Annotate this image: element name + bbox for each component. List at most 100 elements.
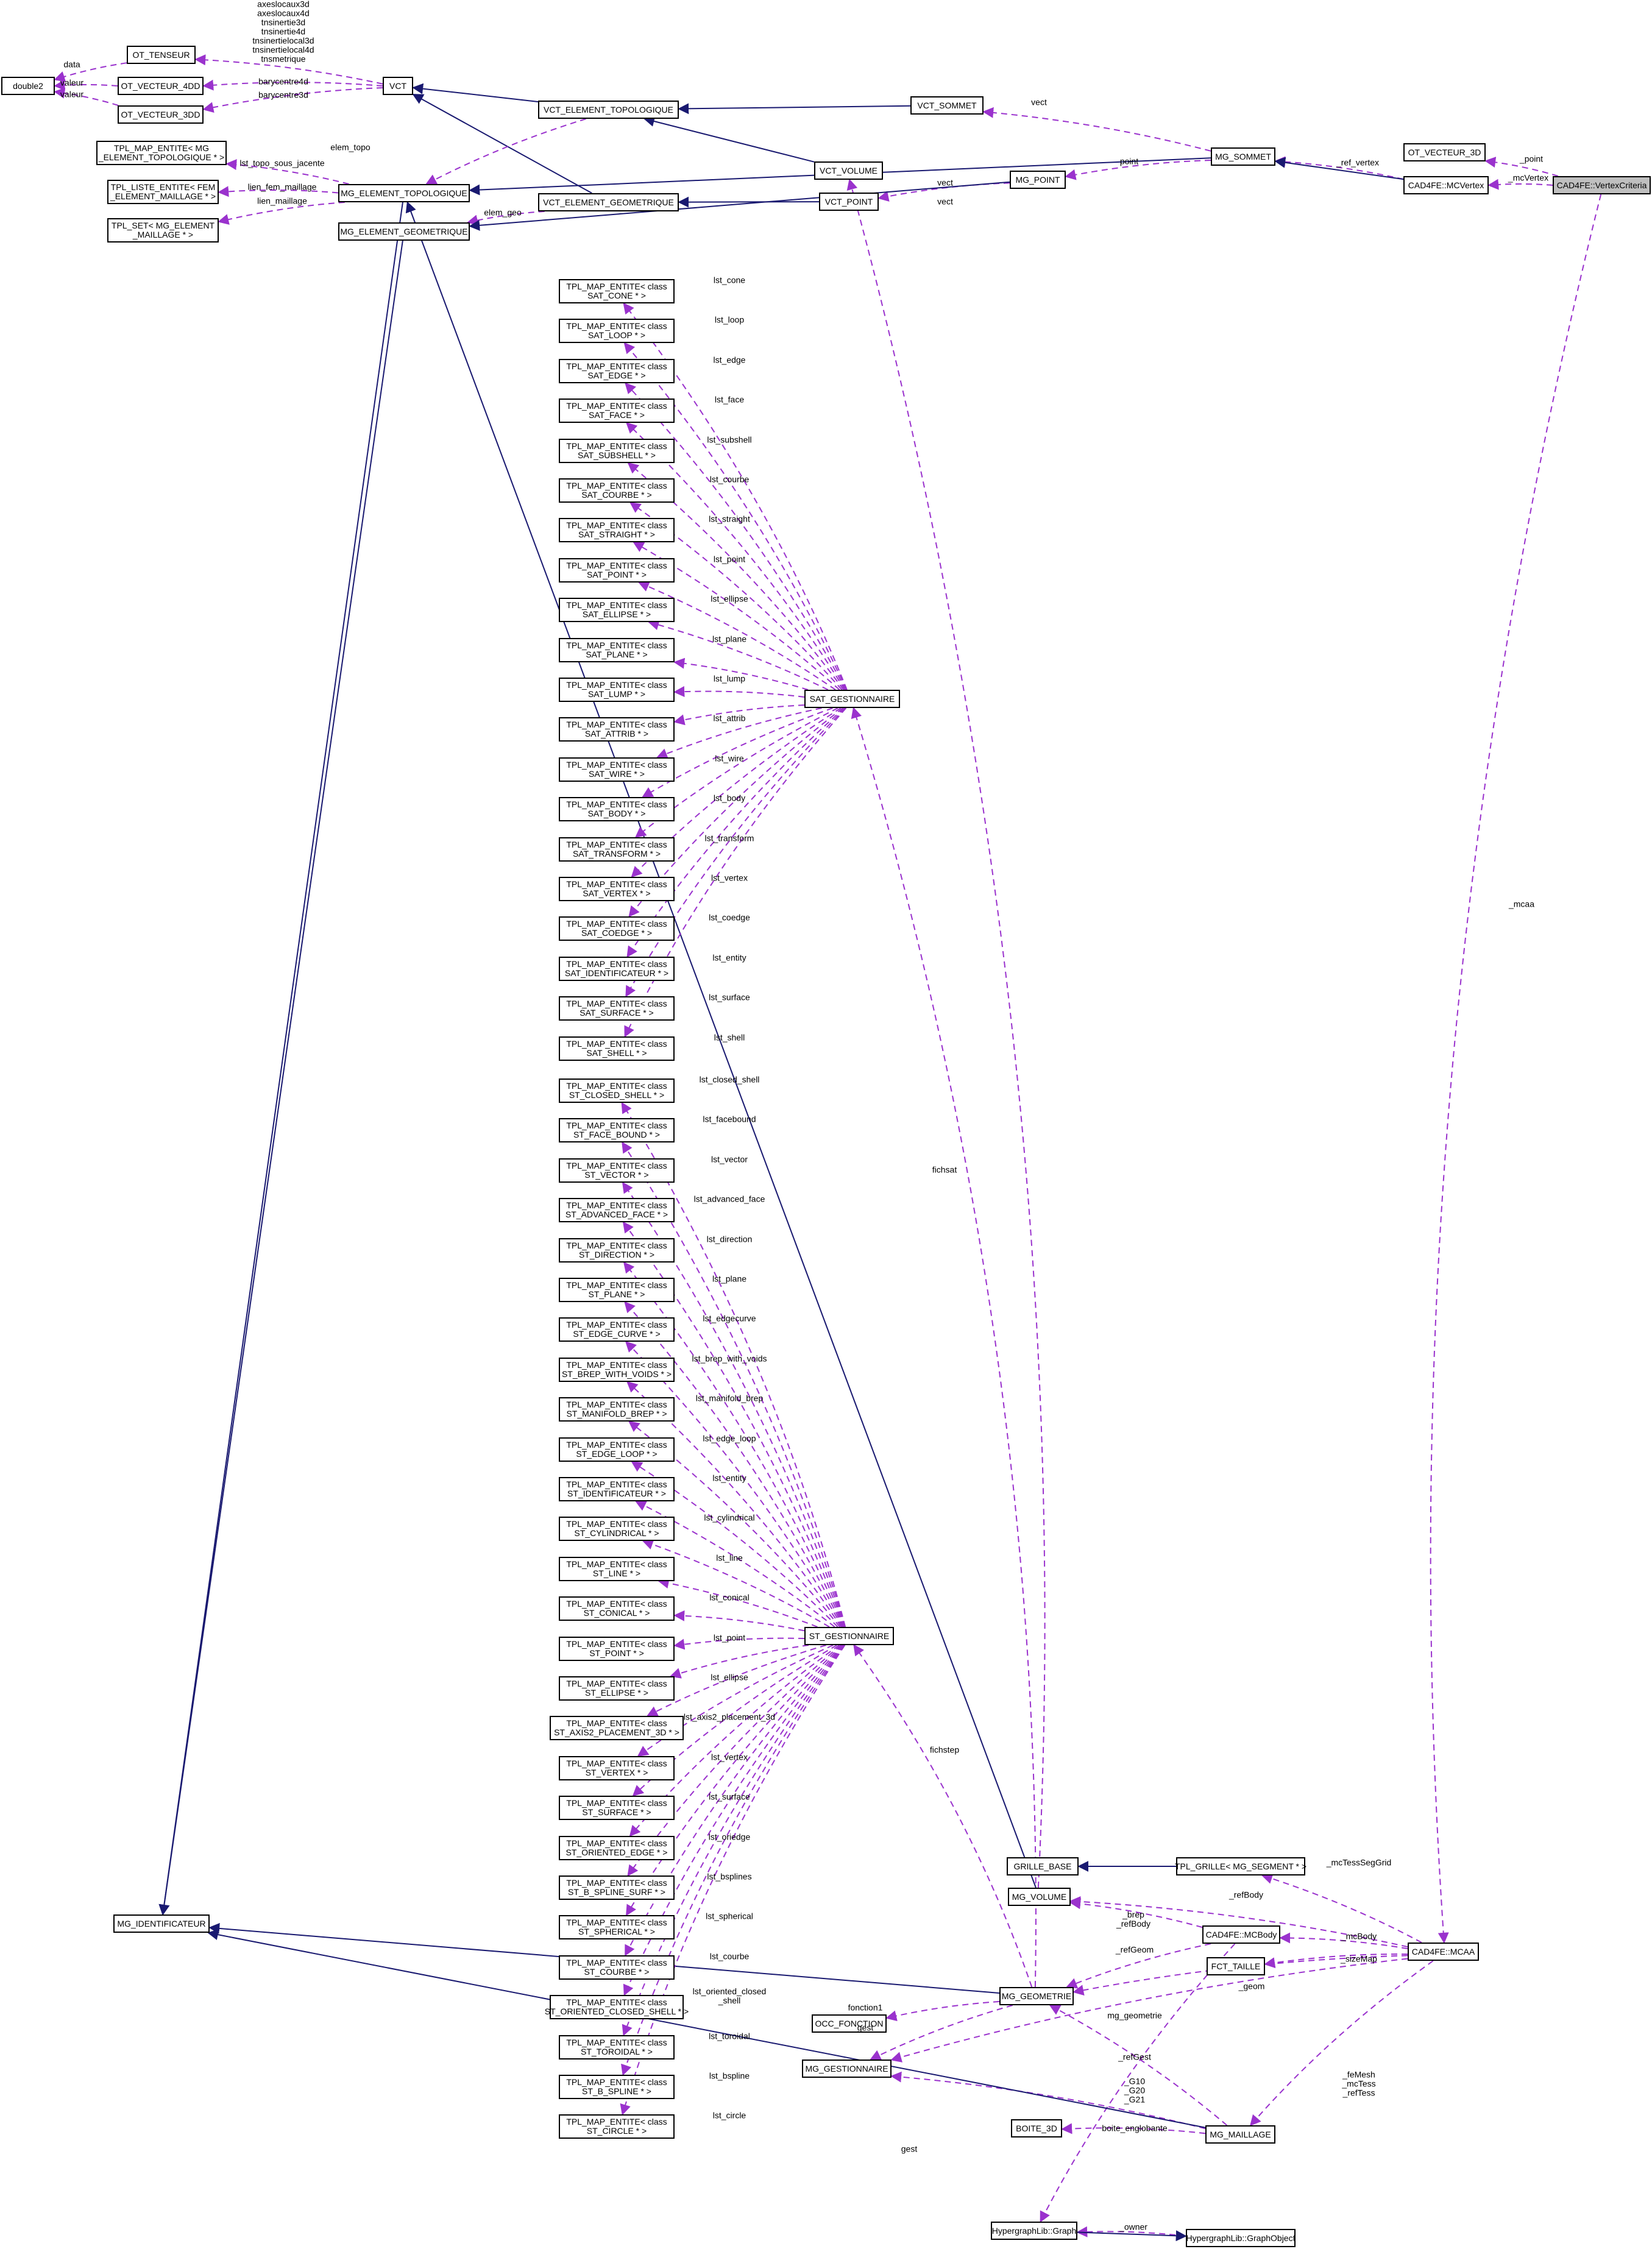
- class-node-vct-sommet[interactable]: VCT_SOMMET: [910, 96, 984, 115]
- class-node-sat-19[interactable]: TPL_MAP_ENTITE< class SAT_SHELL * >: [559, 1036, 675, 1061]
- class-node-st-14[interactable]: TPL_MAP_ENTITE< class ST_POINT * >: [559, 1637, 675, 1661]
- class-node-st-13[interactable]: TPL_MAP_ENTITE< class ST_CONICAL * >: [559, 1596, 675, 1621]
- class-node-sat-7[interactable]: TPL_MAP_ENTITE< class SAT_POINT * >: [559, 558, 675, 583]
- usage-edge-vct-to-ot_tenseur: [194, 54, 383, 85]
- class-node-sat-4[interactable]: TPL_MAP_ENTITE< class SAT_SUBSHELL * >: [559, 439, 675, 463]
- class-node-sat-1[interactable]: TPL_MAP_ENTITE< class SAT_LOOP * >: [559, 319, 675, 343]
- class-node-st-19[interactable]: TPL_MAP_ENTITE< class ST_ORIENTED_EDGE *…: [559, 1836, 675, 1860]
- class-node-st-18[interactable]: TPL_MAP_ENTITE< class ST_SURFACE * >: [559, 1796, 675, 1820]
- class-node-st-8[interactable]: TPL_MAP_ENTITE< class ST_MANIFOLD_BREP *…: [559, 1397, 675, 1422]
- class-node-vct-element-topologique[interactable]: VCT_ELEMENT_TOPOLOGIQUE: [538, 101, 679, 119]
- edge-label: lst_plane: [712, 634, 747, 644]
- class-node-cad4fe-mcvertex[interactable]: CAD4FE::MCVertex: [1403, 176, 1489, 194]
- class-node-tpl-liste-fem[interactable]: TPL_LISTE_ENTITE< FEM _ELEMENT_MAILLAGE …: [107, 180, 219, 204]
- edge-label: lst_conical: [709, 1592, 750, 1603]
- class-node-sat-15[interactable]: TPL_MAP_ENTITE< class SAT_VERTEX * >: [559, 877, 675, 901]
- class-node-st-23[interactable]: TPL_MAP_ENTITE< class ST_ORIENTED_CLOSED…: [545, 1995, 689, 2019]
- usage-edge-st_gestionnaire-to-st_0: [621, 1102, 846, 1627]
- class-node-st-24[interactable]: TPL_MAP_ENTITE< class ST_TOROIDAL * >: [559, 2035, 675, 2060]
- class-node-st-12[interactable]: TPL_MAP_ENTITE< class ST_LINE * >: [559, 1557, 675, 1581]
- class-node-st-1[interactable]: TPL_MAP_ENTITE< class ST_FACE_BOUND * >: [559, 1118, 675, 1142]
- class-node-sat-9[interactable]: TPL_MAP_ENTITE< class SAT_PLANE * >: [559, 638, 675, 662]
- class-node-sat-10[interactable]: TPL_MAP_ENTITE< class SAT_LUMP * >: [559, 678, 675, 702]
- class-node-vct-point[interactable]: VCT_POINT: [819, 193, 879, 211]
- class-node-st-7[interactable]: TPL_MAP_ENTITE< class ST_BREP_WITH_VOIDS…: [559, 1358, 675, 1382]
- class-node-grille-base[interactable]: GRILLE_BASE: [1007, 1857, 1079, 1875]
- class-node-st-6[interactable]: TPL_MAP_ENTITE< class ST_EDGE_CURVE * >: [559, 1317, 675, 1342]
- class-node-fct-taille[interactable]: FCT_TAILLE: [1207, 1957, 1265, 1975]
- class-node-double2[interactable]: double2: [1, 77, 55, 95]
- class-node-sat-16[interactable]: TPL_MAP_ENTITE< class SAT_COEDGE * >: [559, 916, 675, 941]
- class-node-st-2[interactable]: TPL_MAP_ENTITE< class ST_VECTOR * >: [559, 1158, 675, 1183]
- class-node-st-0[interactable]: TPL_MAP_ENTITE< class ST_CLOSED_SHELL * …: [559, 1078, 675, 1103]
- usage-edge-vct-to-ot_vecteur_3dd: [202, 87, 383, 113]
- class-node-sat-14[interactable]: TPL_MAP_ENTITE< class SAT_TRANSFORM * >: [559, 837, 675, 862]
- class-node-st-17[interactable]: TPL_MAP_ENTITE< class ST_VERTEX * >: [559, 1756, 675, 1780]
- edge-label: lst_topo_sous_jacente: [239, 158, 325, 168]
- class-node-st-9[interactable]: TPL_MAP_ENTITE< class ST_EDGE_LOOP * >: [559, 1437, 675, 1462]
- class-node-sat-2[interactable]: TPL_MAP_ENTITE< class SAT_EDGE * >: [559, 359, 675, 383]
- class-node-sat-12[interactable]: TPL_MAP_ENTITE< class SAT_WIRE * >: [559, 757, 675, 782]
- class-node-cad4fe-vertexcriteria[interactable]: CAD4FE::VertexCriteria: [1553, 176, 1651, 194]
- class-node-mg-gestionnaire[interactable]: MG_GESTIONNAIRE: [802, 2060, 892, 2078]
- class-node-tpl-grille[interactable]: TPL_GRILLE< MG_SEGMENT * >: [1175, 1857, 1306, 1875]
- class-node-st-11[interactable]: TPL_MAP_ENTITE< class ST_CYLINDRICAL * >: [559, 1517, 675, 1541]
- class-node-mg-sommet[interactable]: MG_SOMMET: [1211, 147, 1275, 166]
- class-node-st-gestionnaire[interactable]: ST_GESTIONNAIRE: [804, 1627, 894, 1645]
- class-node-st-4[interactable]: TPL_MAP_ENTITE< class ST_DIRECTION * >: [559, 1238, 675, 1263]
- class-node-sat-gestionnaire[interactable]: SAT_GESTIONNAIRE: [804, 690, 900, 708]
- edge-label: vect: [937, 196, 953, 207]
- class-node-sat-0[interactable]: TPL_MAP_ENTITE< class SAT_CONE * >: [559, 279, 675, 303]
- class-node-mg-volume[interactable]: MG_VOLUME: [1008, 1888, 1071, 1906]
- class-node-st-21[interactable]: TPL_MAP_ENTITE< class ST_SPHERICAL * >: [559, 1915, 675, 1939]
- class-node-sat-18[interactable]: TPL_MAP_ENTITE< class SAT_SURFACE * >: [559, 996, 675, 1021]
- class-node-mg-element-geometrique[interactable]: MG_ELEMENT_GEOMETRIQUE: [338, 222, 470, 241]
- class-node-sat-11[interactable]: TPL_MAP_ENTITE< class SAT_ATTRIB * >: [559, 717, 675, 742]
- class-node-vct-element-geometrique[interactable]: VCT_ELEMENT_GEOMETRIQUE: [538, 193, 679, 211]
- class-node-st-20[interactable]: TPL_MAP_ENTITE< class ST_B_SPLINE_SURF *…: [559, 1875, 675, 1900]
- class-node-mg-identificateur[interactable]: MG_IDENTIFICATEUR: [113, 1914, 210, 1933]
- class-node-sat-8[interactable]: TPL_MAP_ENTITE< class SAT_ELLIPSE * >: [559, 598, 675, 622]
- class-node-mg-maillage[interactable]: MG_MAILLAGE: [1205, 2125, 1275, 2144]
- class-node-sat-13[interactable]: TPL_MAP_ENTITE< class SAT_BODY * >: [559, 797, 675, 821]
- edge-label: _geom: [1238, 1981, 1265, 1991]
- usage-edge-st_gestionnaire-to-st_10: [635, 1501, 835, 1627]
- class-node-vct-volume[interactable]: VCT_VOLUME: [814, 161, 883, 180]
- class-node-st-3[interactable]: TPL_MAP_ENTITE< class ST_ADVANCED_FACE *…: [559, 1198, 675, 1222]
- edge-label: gest: [857, 2022, 874, 2033]
- class-node-st-25[interactable]: TPL_MAP_ENTITE< class ST_B_SPLINE * >: [559, 2075, 675, 2099]
- class-node-sat-3[interactable]: TPL_MAP_ENTITE< class SAT_FACE * >: [559, 398, 675, 423]
- usage-edge-ot_tenseur-to-double2: [54, 62, 127, 82]
- class-node-sat-5[interactable]: TPL_MAP_ENTITE< class SAT_COURBE * >: [559, 478, 675, 503]
- class-node-cad4fe-mcaa[interactable]: CAD4FE::MCAA: [1408, 1943, 1479, 1961]
- class-node-vct[interactable]: VCT: [383, 77, 413, 95]
- class-node-st-22[interactable]: TPL_MAP_ENTITE< class ST_COURBE * >: [559, 1955, 675, 1980]
- class-node-mg-geometrie[interactable]: MG_GEOMETRIE: [999, 1987, 1074, 2005]
- usage-edge-mg_sommet-to-vct_sommet: [982, 107, 1211, 152]
- class-node-mg-point[interactable]: MG_POINT: [1010, 171, 1066, 189]
- usage-edge-sat_gestionnaire-to-sat_18: [625, 707, 846, 997]
- class-node-sat-17[interactable]: TPL_MAP_ENTITE< class SAT_IDENTIFICATEUR…: [559, 957, 675, 981]
- inheritance-edge-mg_element_geometrique-to-mg_identificateur: [158, 240, 403, 1916]
- class-node-st-5[interactable]: TPL_MAP_ENTITE< class ST_PLANE * >: [559, 1278, 675, 1302]
- class-node-ot-vecteur-3d[interactable]: OT_VECTEUR_3D: [1403, 143, 1486, 161]
- class-node-sat-6[interactable]: TPL_MAP_ENTITE< class SAT_STRAIGHT * >: [559, 518, 675, 542]
- class-node-st-15[interactable]: TPL_MAP_ENTITE< class ST_ELLIPSE * >: [559, 1676, 675, 1701]
- class-node-ot-vecteur-4dd[interactable]: OT_VECTEUR_4DD: [118, 77, 204, 95]
- usage-edge-cad4fe_vertexcriteria-to-cad4fe_mcvertex: [1487, 179, 1553, 190]
- class-node-st-26[interactable]: TPL_MAP_ENTITE< class ST_CIRCLE * >: [559, 2114, 675, 2139]
- class-node-hypergraph-graph[interactable]: HypergraphLib::Graph: [991, 2222, 1077, 2240]
- class-node-hypergraph-graphobject[interactable]: HypergraphLib::GraphObject: [1186, 2229, 1296, 2247]
- class-node-boite-3d[interactable]: BOITE_3D: [1011, 2119, 1062, 2137]
- class-node-cad4fe-mcbody[interactable]: CAD4FE::MCBody: [1202, 1925, 1280, 1944]
- class-node-occ-fonction[interactable]: OCC_FONCTION: [812, 2014, 887, 2033]
- class-node-ot-tenseur[interactable]: OT_TENSEUR: [127, 46, 196, 64]
- edge-label: lst_cone: [713, 275, 746, 285]
- class-node-st-10[interactable]: TPL_MAP_ENTITE< class ST_IDENTIFICATEUR …: [559, 1477, 675, 1501]
- class-node-tpl-set-mg-elem[interactable]: TPL_SET< MG_ELEMENT _MAILLAGE * >: [107, 218, 219, 243]
- usage-edge-cad4fe_mcvertex-to-mg_sommet: [1274, 156, 1404, 180]
- class-node-tpl-map-mg-elem-topo[interactable]: TPL_MAP_ENTITE< MG _ELEMENT_TOPOLOGIQUE …: [96, 141, 227, 165]
- class-node-st-16[interactable]: TPL_MAP_ENTITE< class ST_AXIS2_PLACEMENT…: [550, 1716, 684, 1740]
- class-node-mg-element-topologique[interactable]: MG_ELEMENT_TOPOLOGIQUE: [338, 184, 470, 202]
- class-node-ot-vecteur-3dd[interactable]: OT_VECTEUR_3DD: [118, 105, 204, 124]
